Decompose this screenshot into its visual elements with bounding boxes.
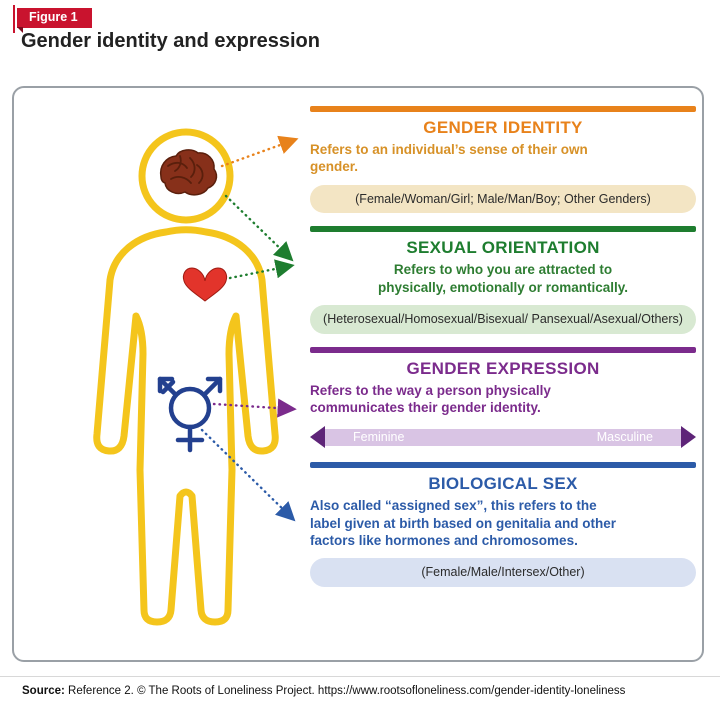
sexual-orientation-values-pill: (Heterosexual/Homosexual/Bisexual/ Panse… bbox=[310, 304, 696, 334]
gender-identity-bar bbox=[310, 106, 696, 112]
figure-badge-pole bbox=[13, 5, 15, 33]
gender-expression-title: GENDER EXPRESSION bbox=[406, 358, 600, 378]
expression-scale: Feminine Masculine bbox=[310, 425, 696, 449]
section-sexual-orientation: SEXUAL ORIENTATION Refers to who you are… bbox=[310, 226, 696, 334]
gender-identity-description: Refers to an individual’s sense of their… bbox=[310, 142, 588, 175]
source-text: Reference 2. © The Roots of Loneliness P… bbox=[64, 685, 626, 697]
brain-icon bbox=[159, 149, 218, 196]
section-gender-expression: GENDER EXPRESSION Refers to the way a pe… bbox=[310, 346, 696, 450]
feminine-label: Feminine bbox=[353, 430, 405, 445]
gender-expression-description: Refers to the way a person physically co… bbox=[310, 382, 551, 416]
section-gender-identity: GENDER IDENTITY Refers to an individual’… bbox=[310, 106, 696, 214]
page-title: Gender identity and expression bbox=[21, 30, 320, 52]
masculine-label: Masculine bbox=[596, 430, 653, 445]
sexual-orientation-title: SEXUAL ORIENTATION bbox=[406, 238, 600, 258]
sexual-orientation-bar bbox=[310, 226, 696, 233]
heart-to-sexual-orientation-arrow bbox=[228, 259, 295, 280]
biological-sex-bar bbox=[310, 462, 696, 469]
feminine-arrowhead-icon bbox=[310, 426, 325, 449]
symbol-to-biological-sex-arrow bbox=[200, 428, 296, 522]
biological-sex-description: Also called “assigned sex”, this refers … bbox=[310, 498, 617, 548]
gender-expression-bar bbox=[310, 346, 696, 353]
sections-panel: GENDER IDENTITY Refers to an individual’… bbox=[310, 106, 696, 600]
source-label: Source: bbox=[22, 685, 65, 697]
expression-scale-bar: Feminine Masculine bbox=[325, 428, 681, 446]
figure-badge: Figure 1 bbox=[17, 8, 92, 32]
biological-sex-title: BIOLOGICAL SEX bbox=[428, 474, 578, 494]
biological-sex-values-pill: (Female/Male/Intersex/Other) bbox=[310, 558, 696, 588]
sexual-orientation-description: Refers to who you are attracted to physi… bbox=[377, 262, 629, 295]
symbol-to-gender-expression-arrow bbox=[212, 398, 297, 418]
transgender-symbol-icon bbox=[157, 376, 223, 453]
human-figure-illustration bbox=[93, 128, 299, 626]
source-note: Source: Reference 2. © The Roots of Lone… bbox=[0, 676, 720, 697]
gender-identity-values-pill: (Female/Woman/Girl; Male/Man/Boy; Other … bbox=[310, 184, 696, 214]
heart-icon bbox=[182, 267, 228, 302]
head-to-sexual-orientation-arrow bbox=[224, 194, 294, 262]
masculine-arrowhead-icon bbox=[681, 426, 696, 449]
brain-to-gender-identity-arrow bbox=[220, 135, 299, 168]
section-biological-sex: BIOLOGICAL SEX Also called “assigned sex… bbox=[310, 462, 696, 588]
gender-identity-title: GENDER IDENTITY bbox=[423, 118, 583, 137]
